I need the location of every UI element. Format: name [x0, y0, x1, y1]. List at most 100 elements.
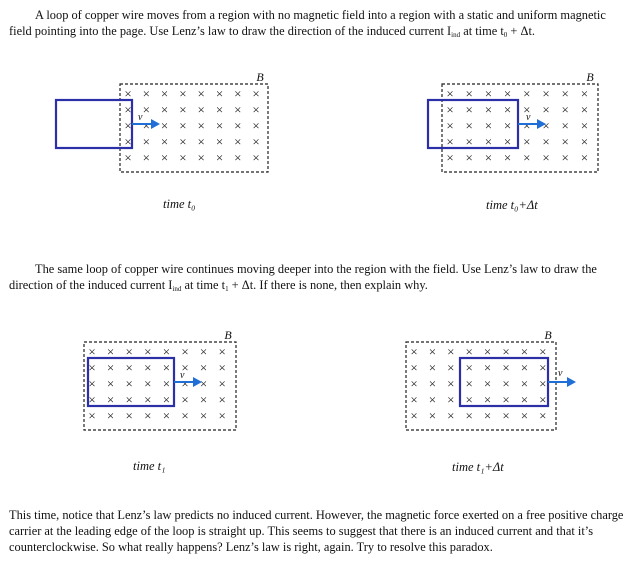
field-into-page-cross: × — [219, 392, 226, 407]
field-into-page-cross: × — [523, 102, 530, 117]
caption-time-t0: time t₀ — [163, 197, 196, 211]
field-into-page-cross: × — [161, 134, 168, 149]
field-into-page-cross: × — [466, 344, 473, 359]
velocity-label-v: v — [558, 368, 563, 379]
field-into-page-cross: × — [429, 408, 436, 423]
field-into-page-cross: × — [539, 360, 546, 375]
problem-intro-text: A loop of copper wire moves from a regio… — [9, 8, 606, 39]
field-into-page-cross: × — [562, 150, 569, 165]
field-into-page-cross: × — [410, 392, 417, 407]
field-into-page-cross: × — [485, 102, 492, 117]
field-into-page-cross: × — [410, 408, 417, 423]
field-label-b: B — [224, 330, 232, 342]
field-label-b: B — [256, 72, 264, 84]
field-into-page-cross: × — [447, 360, 454, 375]
field-label-b: B — [544, 330, 552, 342]
field-into-page-cross: × — [542, 102, 549, 117]
field-into-page-cross: × — [447, 344, 454, 359]
field-into-page-cross: × — [198, 150, 205, 165]
field-into-page-cross: × — [181, 344, 188, 359]
field-into-page-cross: × — [143, 102, 150, 117]
field-into-page-cross: × — [234, 86, 241, 101]
field-into-page-cross: × — [466, 150, 473, 165]
diagram-time-t1: ××××××××××××××××××××××××××××××××××××××××… — [83, 330, 237, 431]
field-into-page-cross: × — [484, 408, 491, 423]
field-into-page-cross: × — [446, 118, 453, 133]
field-into-page-cross: × — [502, 408, 509, 423]
field-into-page-cross: × — [484, 344, 491, 359]
field-into-page-cross: × — [124, 86, 131, 101]
field-into-page-cross: × — [126, 344, 133, 359]
field-into-page-cross: × — [447, 408, 454, 423]
field-into-page-cross: × — [484, 360, 491, 375]
field-into-page-cross: × — [504, 86, 511, 101]
field-into-page-cross: × — [216, 102, 223, 117]
field-into-page-cross: × — [484, 392, 491, 407]
velocity-label-v: v — [526, 112, 531, 123]
field-into-page-cross: × — [523, 86, 530, 101]
velocity-arrow-head — [567, 377, 576, 387]
field-into-page-cross: × — [200, 360, 207, 375]
field-into-page-cross: × — [88, 392, 95, 407]
field-into-page-cross: × — [410, 360, 417, 375]
velocity-arrow-head — [537, 119, 546, 129]
field-into-page-cross: × — [539, 344, 546, 359]
caption-time-t0-plus-dt: time t₀+Δt — [486, 198, 538, 212]
field-into-page-cross: × — [562, 102, 569, 117]
field-into-page-cross: × — [581, 118, 588, 133]
field-into-page-cross: × — [219, 360, 226, 375]
field-region-boundary — [405, 341, 557, 431]
field-into-page-cross: × — [252, 118, 259, 133]
problem-final-text: This time, notice that Lenz’s law predic… — [9, 508, 624, 554]
field-into-page-cross: × — [581, 102, 588, 117]
field-into-page-cross: × — [542, 118, 549, 133]
field-into-page-cross: × — [446, 86, 453, 101]
field-into-page-cross: × — [234, 118, 241, 133]
field-into-page-cross: × — [144, 344, 151, 359]
field-into-page-cross: × — [485, 150, 492, 165]
field-into-page-cross: × — [161, 150, 168, 165]
field-into-page-cross: × — [504, 118, 511, 133]
field-into-page-cross: × — [446, 102, 453, 117]
field-into-page-cross: × — [581, 134, 588, 149]
field-into-page-cross: × — [198, 86, 205, 101]
field-into-page-cross: × — [562, 118, 569, 133]
field-into-page-cross: × — [124, 134, 131, 149]
field-into-page-cross: × — [198, 118, 205, 133]
velocity-label-v: v — [180, 370, 185, 381]
field-into-page-cross: × — [179, 86, 186, 101]
field-into-page-cross: × — [107, 408, 114, 423]
field-into-page-cross: × — [466, 86, 473, 101]
velocity-arrow-head — [151, 119, 160, 129]
field-into-page-cross: × — [410, 376, 417, 391]
field-into-page-cross: × — [429, 376, 436, 391]
field-into-page-cross: × — [539, 392, 546, 407]
field-into-page-cross: × — [143, 134, 150, 149]
field-into-page-cross: × — [181, 408, 188, 423]
field-into-page-cross: × — [504, 150, 511, 165]
diagram-time-t1-plus-dt: ××××××××××××××××××××××××××××××××××××××××… — [405, 330, 576, 431]
field-into-page-cross: × — [252, 86, 259, 101]
field-into-page-cross: × — [252, 150, 259, 165]
field-into-page-cross: × — [126, 408, 133, 423]
velocity-arrow-head — [193, 377, 202, 387]
field-into-page-cross: × — [163, 408, 170, 423]
caption-time-t1-plus-dt: time t₁+Δt — [452, 460, 504, 474]
field-into-page-cross: × — [107, 376, 114, 391]
field-into-page-cross: × — [542, 150, 549, 165]
field-into-page-cross: × — [521, 392, 528, 407]
field-into-page-cross: × — [161, 102, 168, 117]
field-into-page-cross: × — [144, 376, 151, 391]
field-into-page-cross: × — [504, 134, 511, 149]
field-into-page-cross: × — [466, 392, 473, 407]
field-into-page-cross: × — [484, 376, 491, 391]
field-into-page-cross: × — [161, 86, 168, 101]
field-into-page-cross: × — [216, 118, 223, 133]
field-into-page-cross: × — [542, 134, 549, 149]
field-into-page-cross: × — [163, 392, 170, 407]
field-into-page-cross: × — [161, 118, 168, 133]
field-into-page-cross: × — [466, 360, 473, 375]
field-into-page-cross: × — [539, 408, 546, 423]
field-into-page-cross: × — [429, 344, 436, 359]
field-into-page-cross: × — [88, 376, 95, 391]
